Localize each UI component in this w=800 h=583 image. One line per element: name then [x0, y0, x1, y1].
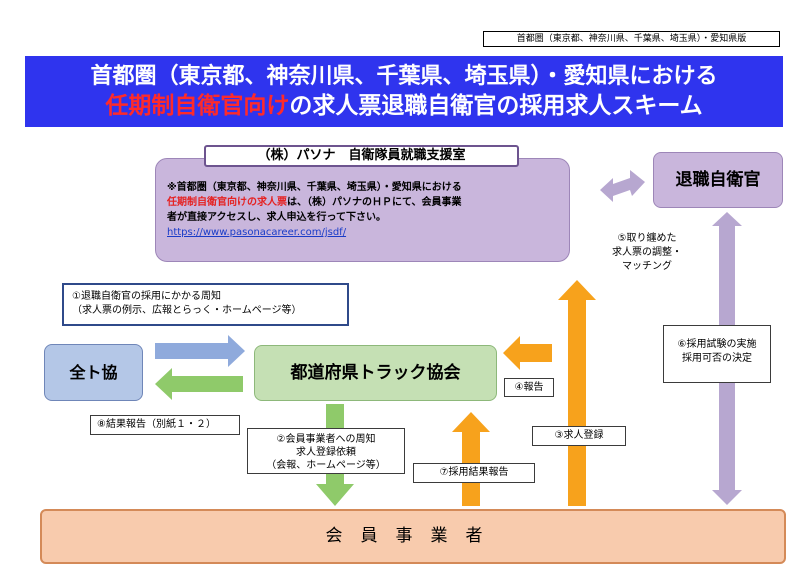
pasona-text-highlight: 任期制自衛官向けの求人票	[167, 197, 287, 208]
pasona-url-link[interactable]: https://www.pasonacareer.com/jsdf/	[167, 227, 347, 238]
note-2-line-2: 求人登録依頼	[296, 447, 356, 458]
title-line-2-rest: の求人票退職自衛官の採用求人スキーム	[289, 93, 703, 119]
note-5: ⑤取り纏めた 求人票の調整・ マッチング	[583, 226, 711, 278]
note-4: ④報告	[504, 378, 554, 397]
note-2-line-3: （会報、ホームページ等）	[266, 460, 386, 471]
arrow-result-report	[452, 412, 490, 506]
pasona-text: ※首都圏（東京都、神奈川県、千葉県、埼玉県）・愛知県における 任期制自衛官向けの…	[167, 180, 562, 240]
double-arrow-pasona-retired	[600, 170, 645, 202]
note-2: ②会員事業者への周知 求人登録依頼 （会報、ホームページ等）	[247, 428, 405, 474]
truck-association-node: 都道府県トラック協会	[254, 345, 497, 401]
zentokyo-node: 全ト協	[44, 344, 143, 401]
note-6-line-2: 採用可否の決定	[682, 353, 752, 364]
note-1-line-2: （求人票の例示、広報とらっく・ホームページ等）	[72, 305, 302, 316]
pasona-title: （株）パソナ 自衛隊員就職支援室	[204, 145, 519, 167]
note-2-line-1: ②会員事業者への周知	[276, 434, 376, 445]
title-line-1: 首都圏（東京都、神奈川県、千葉県、埼玉県）・愛知県における	[90, 64, 718, 89]
note-8: ⑧結果報告（別紙１・２）	[90, 415, 240, 435]
arrow-truck-to-zen	[155, 368, 243, 400]
pasona-text-line-1: ※首都圏（東京都、神奈川県、千葉県、埼玉県）・愛知県における	[167, 182, 462, 193]
note-3: ③求人登録	[532, 426, 626, 446]
note-5-line-3: マッチング	[622, 261, 672, 272]
pasona-text-line-3: 者が直接アクセスし、求人申込を行って下さい。	[167, 212, 386, 223]
pasona-text-line-2-rest: は、（株）パソナのＨＰにて、会員事業	[287, 197, 462, 208]
title-highlight: 任期制自衛官向け	[105, 93, 290, 119]
retired-sdf-node: 退職自衛官	[653, 152, 783, 208]
title-line-2: 任期制自衛官向けの求人票退職自衛官の採用求人スキーム	[25, 91, 783, 121]
note-1-line-1: ①退職自衛官の採用にかかる周知	[72, 291, 221, 302]
pasona-box	[155, 158, 570, 262]
version-tag: 首都圏（東京都、神奈川県、千葉県、埼玉県）・愛知県版	[483, 31, 780, 47]
note-7: ⑦採用結果報告	[413, 463, 535, 483]
arrow-job-registration	[558, 280, 596, 506]
title-banner: 首都圏（東京都、神奈川県、千葉県、埼玉県）・愛知県における 任期制自衛官向けの求…	[25, 56, 783, 127]
member-business-node: 会員事業者	[40, 509, 786, 564]
note-1: ①退職自衛官の採用にかかる周知 （求人票の例示、広報とらっく・ホームページ等）	[62, 283, 349, 326]
note-6-line-1: ⑥採用試験の実施	[677, 339, 757, 350]
arrow-report-to-truck	[503, 336, 552, 370]
arrow-zen-to-truck	[155, 335, 245, 367]
note-5-line-1: ⑤取り纏めた	[617, 233, 677, 244]
pasona-text-line-2: 任期制自衛官向けの求人票は、（株）パソナのＨＰにて、会員事業	[167, 195, 562, 210]
note-5-line-2: 求人票の調整・	[612, 247, 682, 258]
note-6: ⑥採用試験の実施 採用可否の決定	[663, 325, 771, 383]
